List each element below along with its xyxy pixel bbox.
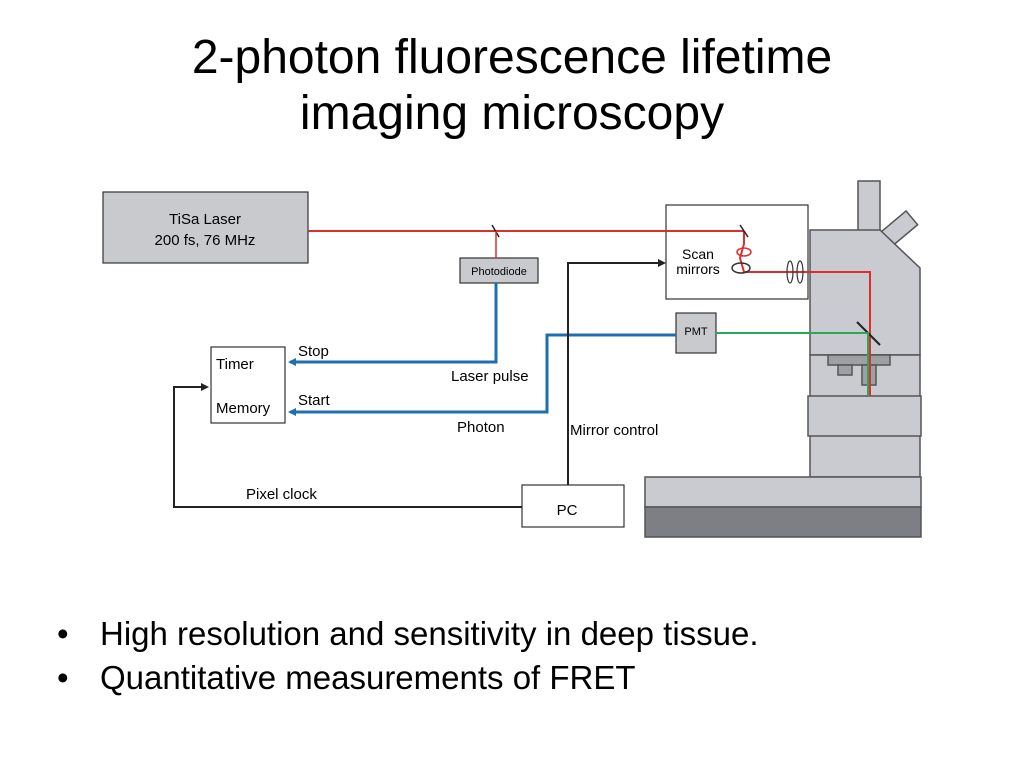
photon-label: Photon — [457, 419, 505, 436]
laser-pulse-label: Laser pulse — [451, 368, 529, 385]
objective — [837, 364, 853, 376]
scan-mirror-2 — [731, 262, 751, 274]
bullet-text: High resolution and sensitivity in deep … — [100, 615, 759, 652]
bullet-list: • High resolution and sensitivity in deep… — [55, 612, 759, 700]
objective-mount — [827, 354, 891, 366]
laser-box — [102, 191, 309, 264]
bullet-item: • High resolution and sensitivity in deep… — [55, 612, 759, 656]
pc-label: PC — [557, 502, 578, 519]
photon-line — [288, 333, 676, 416]
laser-beam-scan — [738, 231, 871, 396]
laser-beam — [308, 230, 871, 396]
photodiode-box — [459, 257, 539, 284]
lens-2 — [796, 260, 804, 284]
microscope-foot — [644, 506, 922, 538]
mirror-control-label: Mirror control — [570, 422, 658, 439]
pmt-label: PMT — [684, 326, 708, 338]
laser-label-line-1: TiSa Laser — [169, 211, 241, 228]
laser-label-line-2: 200 fs, 76 MHz — [155, 232, 256, 249]
mirror-control-line — [567, 259, 666, 485]
photodiode-label: Photodiode — [471, 266, 527, 278]
bullet-item: • Quantitative measurements of FRET — [55, 656, 759, 700]
bullet-text: Quantitative measurements of FRET — [100, 659, 636, 696]
scan-mirrors-label-line-2: mirrors — [676, 261, 720, 277]
eyepiece-vertical — [857, 180, 881, 234]
start-label: Start — [298, 392, 331, 409]
microscope — [644, 180, 922, 538]
slide-title-line-2: imaging microscopy — [299, 87, 725, 140]
bullet-dot-icon: • — [57, 659, 69, 696]
microscope-head — [809, 229, 921, 356]
pmt-box — [675, 312, 717, 354]
stop-label: Stop — [298, 343, 329, 360]
pc-box — [521, 484, 625, 528]
slide-title: 2-photon fluorescence lifetime imaging m… — [0, 30, 1024, 142]
timer-memory-box — [210, 346, 286, 424]
memory-label: Memory — [216, 400, 271, 417]
slide-title-line-1: 2-photon fluorescence lifetime — [191, 31, 833, 84]
scan-mirror-1 — [736, 247, 752, 257]
emission-beam — [716, 332, 869, 396]
microscope-stage — [807, 395, 922, 437]
microscope-base — [644, 476, 922, 508]
lens-1 — [786, 260, 794, 284]
timer-label: Timer — [216, 356, 254, 373]
laser-pulse-line — [288, 283, 498, 366]
bullet-dot-icon: • — [57, 615, 69, 652]
pixel-clock-line — [173, 383, 522, 508]
pixel-clock-label: Pixel clock — [246, 486, 317, 503]
scan-mirrors-label-line-1: Scan — [682, 246, 714, 262]
beam-splitter-scan — [739, 224, 749, 238]
